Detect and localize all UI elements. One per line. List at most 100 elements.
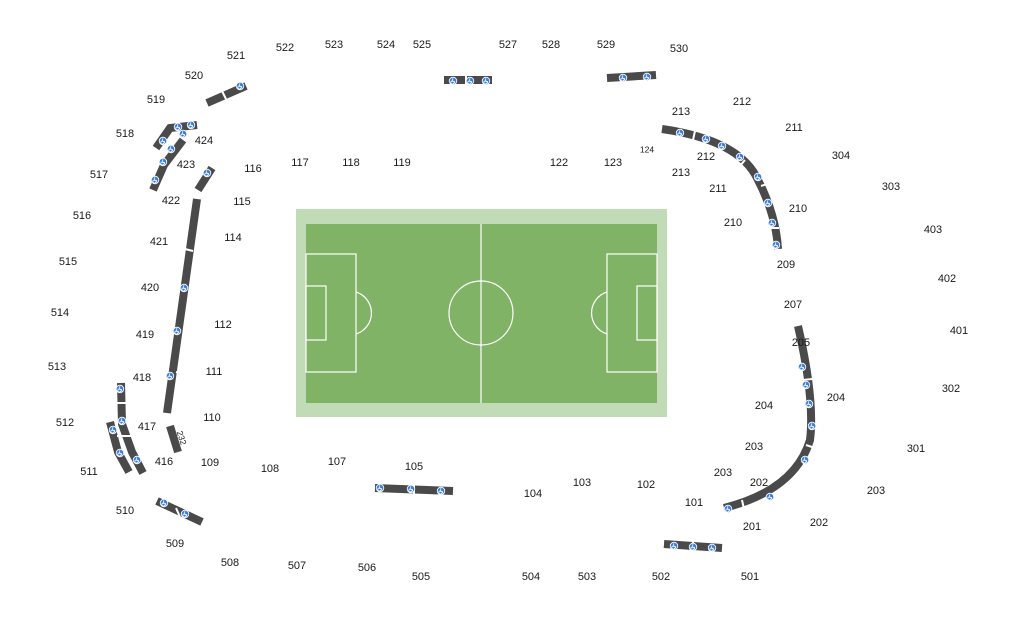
wheelchair-icon: [132, 455, 142, 465]
section-118[interactable]: 118: [342, 157, 360, 169]
walkway-break: [805, 444, 816, 449]
section-530[interactable]: 530: [670, 43, 688, 55]
section-201-lower[interactable]: 201: [743, 521, 761, 533]
section-211[interactable]: 211: [709, 183, 727, 195]
section-523[interactable]: 523: [325, 39, 343, 51]
section-202-inner[interactable]: 202: [750, 477, 768, 489]
section-102[interactable]: 102: [637, 479, 655, 491]
wheelchair-icon: [771, 240, 781, 250]
walkway-break: [738, 159, 746, 168]
section-520[interactable]: 520: [185, 70, 203, 82]
section-403[interactable]: 403: [924, 224, 942, 236]
section-213-upper[interactable]: 213: [672, 106, 690, 118]
wheelchair-icon: [707, 543, 717, 553]
section-101[interactable]: 101: [685, 497, 703, 509]
section-505[interactable]: 505: [412, 571, 430, 583]
section-105[interactable]: 105: [405, 461, 423, 473]
section-514[interactable]: 514: [51, 307, 69, 319]
section-516[interactable]: 516: [73, 210, 91, 222]
wheelchair-icon: [436, 486, 446, 496]
section-401[interactable]: 401: [950, 325, 968, 337]
section-420[interactable]: 420: [141, 282, 159, 294]
section-502[interactable]: 502: [652, 571, 670, 583]
wheelchair-icon: [804, 399, 814, 409]
section-124[interactable]: 124: [640, 144, 654, 154]
section-211-upper[interactable]: 211: [785, 122, 803, 134]
wheelchair-icon: [180, 509, 190, 519]
wheelchair-icon: [688, 542, 698, 552]
section-303[interactable]: 303: [882, 181, 900, 193]
section-110[interactable]: 110: [203, 412, 221, 424]
section-205[interactable]: 205: [792, 337, 810, 349]
section-527[interactable]: 527: [499, 39, 517, 51]
section-506[interactable]: 506: [358, 562, 376, 574]
section-112[interactable]: 112: [214, 319, 232, 331]
walkway-break: [760, 182, 771, 187]
section-203[interactable]: 203: [714, 467, 732, 479]
section-304[interactable]: 304: [832, 150, 850, 162]
section-518[interactable]: 518: [116, 128, 134, 140]
section-512[interactable]: 512: [56, 417, 74, 429]
section-104[interactable]: 104: [524, 488, 542, 500]
section-528[interactable]: 528: [542, 39, 560, 51]
section-525[interactable]: 525: [413, 39, 431, 51]
section-416[interactable]: 416: [155, 456, 173, 468]
section-421[interactable]: 421: [150, 236, 168, 248]
wheelchair-icon: [448, 76, 458, 86]
section-521[interactable]: 521: [227, 50, 245, 62]
center-circle: [448, 280, 514, 346]
section-203-outer[interactable]: 203: [867, 485, 885, 497]
section-301[interactable]: 301: [907, 443, 925, 455]
section-109[interactable]: 109: [201, 457, 219, 469]
section-212-upper[interactable]: 212: [733, 96, 751, 108]
section-510[interactable]: 510: [116, 505, 134, 517]
section-210-upper[interactable]: 210: [789, 203, 807, 215]
section-511[interactable]: 511: [80, 466, 98, 478]
section-123[interactable]: 123: [604, 157, 622, 169]
walkway-break: [692, 130, 696, 141]
wheelchair-icon: [701, 134, 711, 144]
section-107[interactable]: 107: [328, 456, 346, 468]
section-508[interactable]: 508: [221, 557, 239, 569]
wheelchair-icon: [735, 152, 745, 162]
section-204-outer[interactable]: 204: [827, 392, 845, 404]
section-209[interactable]: 209: [777, 259, 795, 271]
section-513[interactable]: 513: [48, 361, 66, 373]
section-116[interactable]: 116: [244, 163, 262, 175]
section-419[interactable]: 419: [136, 329, 154, 341]
section-422[interactable]: 422: [162, 195, 180, 207]
section-115[interactable]: 115: [233, 196, 251, 208]
section-529[interactable]: 529: [597, 39, 615, 51]
section-207[interactable]: 207: [784, 299, 802, 311]
section-524[interactable]: 524: [377, 39, 395, 51]
section-417[interactable]: 417: [138, 421, 156, 433]
section-519[interactable]: 519: [147, 94, 165, 106]
section-103[interactable]: 103: [573, 477, 591, 489]
section-507[interactable]: 507: [288, 560, 306, 572]
section-213[interactable]: 213: [672, 167, 690, 179]
section-423[interactable]: 423: [177, 159, 195, 171]
section-203-inner[interactable]: 203: [745, 441, 763, 453]
section-503[interactable]: 503: [578, 571, 596, 583]
section-210[interactable]: 210: [724, 217, 742, 229]
section-504[interactable]: 504: [522, 571, 540, 583]
section-202[interactable]: 202: [810, 517, 828, 529]
section-114[interactable]: 114: [224, 232, 242, 244]
section-108[interactable]: 108: [261, 463, 279, 475]
section-418[interactable]: 418: [133, 372, 151, 384]
section-117[interactable]: 117: [291, 157, 309, 169]
section-517[interactable]: 517: [90, 169, 108, 181]
section-204[interactable]: 204: [755, 400, 773, 412]
section-515[interactable]: 515: [59, 256, 77, 268]
section-212[interactable]: 212: [697, 151, 715, 163]
section-522[interactable]: 522: [276, 42, 294, 54]
section-501[interactable]: 501: [741, 571, 759, 583]
section-122[interactable]: 122: [550, 157, 568, 169]
section-424[interactable]: 424: [195, 135, 213, 147]
section-302[interactable]: 302: [942, 383, 960, 395]
section-111[interactable]: 111: [206, 366, 223, 378]
section-509[interactable]: 509: [166, 538, 184, 550]
section-232[interactable]: 232: [175, 429, 189, 446]
section-402[interactable]: 402: [938, 273, 956, 285]
section-119[interactable]: 119: [393, 157, 411, 169]
